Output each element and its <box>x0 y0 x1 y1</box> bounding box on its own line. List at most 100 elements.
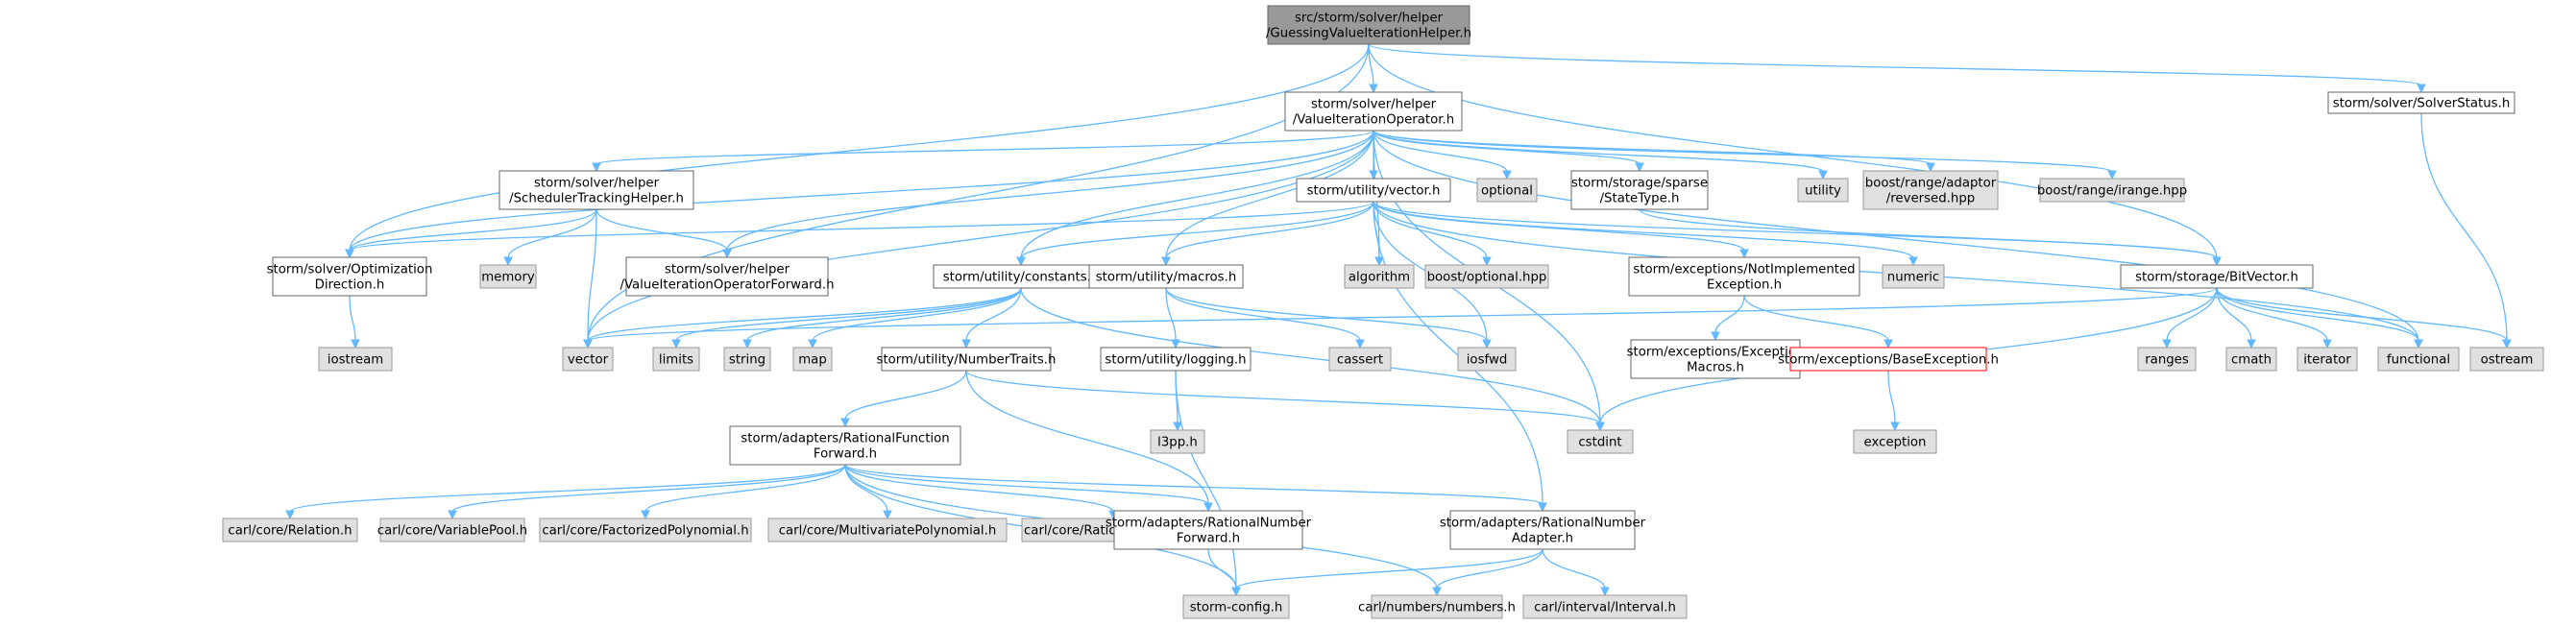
edge-arrowhead <box>742 339 752 349</box>
edge-line <box>1207 548 1237 590</box>
edge-arrowhead <box>1355 339 1365 349</box>
node-vio[interactable]: storm/solver/helper/ValueIterationOperat… <box>1284 91 1463 132</box>
node-box <box>1267 5 1470 45</box>
node-box <box>1328 347 1392 372</box>
edge-bitvector-to-functional <box>2216 287 2423 349</box>
edge-macros-to-logging <box>1165 287 1180 349</box>
node-label: storm/storage/BitVector.h <box>2135 271 2298 285</box>
node-label: limits <box>659 353 693 368</box>
edge-line <box>1373 130 2113 173</box>
node-multipoly: carl/core/MultivariatePolynomial.h <box>767 518 1008 542</box>
node-label: functional <box>2387 353 2450 368</box>
node-box <box>1296 178 1451 203</box>
node-box <box>1100 347 1252 372</box>
node-label: storm/exceptions/BaseException.h <box>1778 353 1999 368</box>
node-notimpl[interactable]: storm/exceptions/NotImplementedException… <box>1628 256 1860 297</box>
edge-root-to-solverstatus <box>1368 43 2426 94</box>
node-label: memory <box>481 271 535 285</box>
node-label: /StateType.h <box>1600 192 1680 206</box>
node-label: Forward.h <box>814 447 877 462</box>
edge-bitvector-to-ostream <box>2216 287 2512 349</box>
edge-notimpl-to-excmacros <box>1711 295 1745 342</box>
node-box <box>767 518 1008 542</box>
node-box <box>1476 178 1538 203</box>
edge-arrowhead <box>1595 421 1605 432</box>
node-solverstatus[interactable]: storm/solver/SolverStatus.h <box>2327 91 2515 114</box>
node-logging[interactable]: storm/utility/logging.h <box>1100 347 1252 372</box>
edge-root-to-vector <box>583 43 1370 349</box>
edge-line <box>1542 548 1606 590</box>
edge-constants-to-map <box>808 287 1022 349</box>
node-constants[interactable]: storm/utility/constants.h <box>933 264 1109 289</box>
node-ranges: ranges <box>2137 347 2197 372</box>
node-map: map <box>792 347 833 372</box>
edge-line <box>349 43 1370 252</box>
node-label: iterator <box>2303 353 2351 368</box>
edge-arrowhead <box>1908 256 1918 267</box>
node-baseexc[interactable]: storm/exceptions/BaseException.h <box>1778 347 1999 372</box>
node-label: carl/core/FactorizedPolynomial.h <box>542 524 748 539</box>
edge-arrowhead <box>671 339 681 349</box>
node-reversed: boost/range/adaptor/reversed.hpp <box>1862 170 1999 210</box>
node-sched[interactable]: storm/solver/helper/SchedulerTrackingHel… <box>498 170 694 210</box>
edge-line <box>507 208 597 259</box>
edge-notimpl-to-baseexc <box>1743 295 1893 349</box>
edge-vio-to-utility <box>1373 130 1828 181</box>
node-bitvector[interactable]: storm/storage/BitVector.h <box>2120 264 2314 289</box>
edge-optdir-to-iostream <box>349 295 360 349</box>
edge-line <box>595 208 728 252</box>
node-box <box>2469 347 2544 372</box>
node-label: storm/solver/helper <box>534 177 660 191</box>
edge-vio-to-irange <box>1373 130 2117 181</box>
edge-constants-to-string <box>742 287 1022 349</box>
edge-line <box>587 287 1022 342</box>
node-label: /ValueIterationOperator.h <box>1293 113 1454 128</box>
node-label: src/storm/solver/helper <box>1295 12 1444 26</box>
node-macros[interactable]: storm/utility/macros.h <box>1088 264 1244 289</box>
node-box <box>1113 510 1303 550</box>
edge-line <box>1373 130 1640 165</box>
edge-arrowhead <box>1502 170 1512 181</box>
node-statetype[interactable]: storm/storage/sparse/StateType.h <box>1570 170 1709 210</box>
edge-arrowhead <box>1482 339 1492 349</box>
edge-line <box>1165 287 1488 342</box>
node-label: cmath <box>2231 353 2272 368</box>
node-numtraits[interactable]: storm/utility/NumberTraits.h <box>877 347 1057 372</box>
node-label: cstdint <box>1578 436 1621 450</box>
node-viofwd[interactable]: storm/solver/helper/ValueIterationOperat… <box>620 256 835 297</box>
edge-macros-to-iosfwd <box>1165 287 1492 349</box>
node-box <box>881 347 1052 372</box>
node-label: storm-config.h <box>1190 601 1283 615</box>
node-box <box>1567 429 1634 454</box>
node-label: map <box>798 353 827 368</box>
edge-arrowhead <box>2107 170 2117 181</box>
edge-line <box>644 464 846 513</box>
node-label: storm/utility/vector.h <box>1307 184 1441 199</box>
node-label: storm/utility/NumberTraits.h <box>877 353 1057 368</box>
node-label: algorithm <box>1349 271 1410 285</box>
node-box <box>625 256 829 297</box>
node-label: storm/solver/SolverStatus.h <box>2333 97 2511 111</box>
edge-line <box>289 464 846 513</box>
edge-arrowhead <box>1890 421 1900 432</box>
edge-vectorh-to-macros <box>1161 201 1374 267</box>
edge-bitvector-to-vector <box>583 287 2218 349</box>
node-memory: memory <box>479 264 537 289</box>
edge-line <box>587 130 1374 342</box>
node-root[interactable]: src/storm/solver/helper/GuessingValueIte… <box>1266 5 1471 45</box>
edge-line <box>1373 130 2419 342</box>
node-box <box>272 256 427 297</box>
edge-arrowhead <box>1369 170 1378 181</box>
edge-line <box>965 370 1601 424</box>
edge-statetype-to-bitvector <box>1639 208 2222 267</box>
node-label: storm/utility/logging.h <box>1105 353 1246 368</box>
edge-line <box>844 464 1114 513</box>
node-vectorh[interactable]: storm/utility/vector.h <box>1296 178 1451 203</box>
edge-solverstatus-to-ostream <box>2420 112 2512 349</box>
node-interval: carl/interval/Interval.h <box>1522 594 1688 619</box>
node-label: storm/exceptions/NotImplemented <box>1633 263 1855 277</box>
